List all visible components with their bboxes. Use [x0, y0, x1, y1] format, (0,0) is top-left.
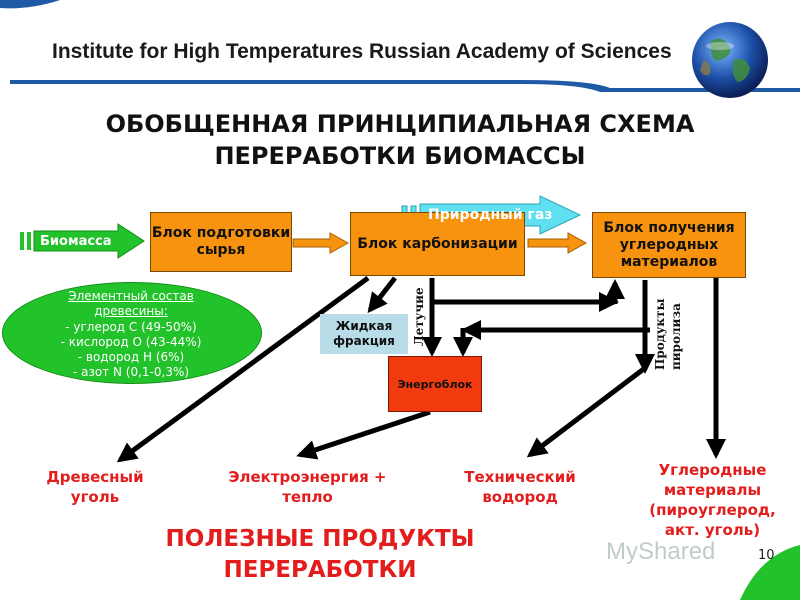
block-prep: Блок подготовки сырья: [150, 212, 292, 272]
title-line-2: ПЕРЕРАБОТКИ БИОМАССЫ: [214, 142, 586, 170]
block-energy-label: Энергоблок: [397, 377, 473, 391]
block-materials: Блок получения углеродных материалов: [592, 212, 746, 278]
arrow-to-electricity: [296, 409, 431, 460]
arrow-carbon-to-materials: [527, 232, 588, 254]
product-carbon-materials: Углеродные материалы (пироуглерод, акт. …: [649, 461, 776, 539]
arrow-to-hydrogen: [526, 366, 647, 458]
product-charcoal: Древесный уголь: [46, 468, 144, 506]
pyrolysis-label: Продукты пиролиза: [653, 298, 683, 370]
block-carbonization-label: Блок карбонизации: [357, 235, 518, 252]
volatile-label: Летучие: [412, 287, 426, 346]
composition-item: - углерод С (49-50%): [65, 320, 197, 334]
header-decoration: [0, 0, 800, 92]
corner-decoration: [740, 545, 800, 600]
page-number: 10: [758, 548, 775, 563]
arrow-to-liquid: [367, 276, 397, 314]
header: Institute for High Temperatures Russian …: [0, 0, 800, 98]
title-line-1: ОБОБЩЕННАЯ ПРИНЦИПИАЛЬНАЯ СХЕМА: [105, 110, 695, 138]
arrow-to-charcoal: [116, 275, 370, 463]
block-carbonization: Блок карбонизации: [350, 212, 525, 276]
natural-gas-label: Природный газ: [428, 207, 553, 223]
composition-item: - кислород О (43-44%): [60, 335, 202, 349]
useful-products-line-1: ПОЛЕЗНЫЕ ПРОДУКТЫ: [165, 526, 475, 552]
watermark: MyShared: [606, 538, 716, 565]
block-energy: Энергоблок: [388, 356, 482, 412]
composition-title-2: древесины:: [94, 304, 168, 318]
institute-name: Institute for High Temperatures Russian …: [52, 40, 672, 63]
liquid-fraction-label: Жидкая фракция: [333, 319, 395, 348]
biomass-arrow: [20, 223, 145, 259]
product-electricity: Электроэнергия + тепло: [228, 468, 387, 506]
block-prep-label: Блок подготовки сырья: [151, 225, 291, 258]
arrow-prep-to-carbon: [292, 232, 350, 254]
liquid-fraction: Жидкая фракция: [320, 314, 408, 354]
useful-products-line-2: ПЕРЕРАБОТКИ: [223, 557, 417, 583]
composition-item: - азот N (0,1-0,3%): [72, 365, 190, 379]
block-materials-label: Блок получения углеродных материалов: [603, 219, 735, 270]
composition-title-1: Элементный состав: [68, 289, 194, 303]
composition-item: - водород Н (6%): [77, 350, 185, 364]
composition-oval: [2, 282, 262, 384]
biomass-label: Биомасса: [40, 234, 112, 249]
product-hydrogen: Технический водород: [464, 468, 576, 506]
globe-icon: [692, 22, 768, 98]
